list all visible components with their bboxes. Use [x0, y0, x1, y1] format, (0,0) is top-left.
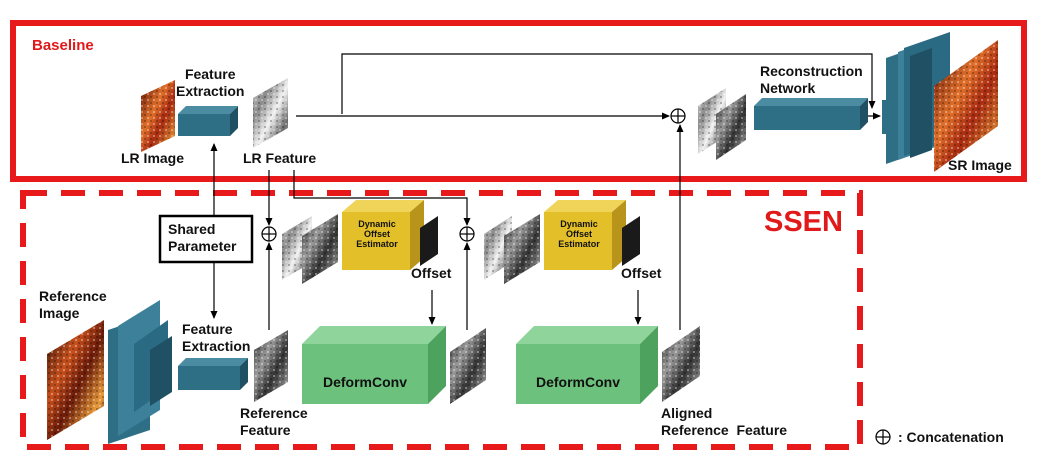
baseline-frame [10, 20, 1027, 182]
reconstruction-network-block [754, 98, 868, 130]
sr-image-label: SR Image [948, 157, 1012, 173]
dynamic-offset-estimator-2 [544, 200, 640, 270]
concat-symbol-1 [261, 226, 277, 242]
baseline-section-title: Baseline [32, 37, 94, 54]
arrow-lrfeature-to-concat2 [293, 170, 471, 226]
ssen-section-title: SSEN [764, 206, 843, 238]
legend-concat-icon [875, 429, 891, 445]
reference-feature-thumbnail [254, 330, 288, 402]
aligned-reference-feature-label: Aligned Reference Feature [661, 405, 788, 438]
dynamic-offset-estimator-1 [342, 200, 438, 270]
lr-image-label: LR Image [121, 150, 185, 166]
dynamic-offset-estimator-1-label: Dynamic Offset Estimator [356, 219, 398, 249]
feature-extraction-top-label: Feature Extraction [176, 66, 245, 99]
deformconv-block-1 [302, 326, 446, 404]
ssen-frame [20, 190, 863, 450]
sr-image-thumbnail [934, 40, 998, 172]
feature-extraction-block-top [178, 106, 238, 136]
concat-features-top [698, 88, 746, 160]
concat-symbol-top [670, 108, 686, 124]
concat-features-1 [282, 214, 338, 284]
legend-concatenation-label: : Concatenation [898, 429, 1004, 445]
deformed-feature-1 [450, 328, 486, 404]
dynamic-offset-estimator-2-label: Dynamic Offset Estimator [558, 219, 600, 249]
offset-1-label: Offset [411, 265, 452, 281]
reference-feature-label: Reference Feature [240, 405, 308, 438]
arrow-skip-to-sr [341, 53, 876, 114]
offset-2-label: Offset [621, 265, 662, 281]
lr-feature-label: LR Feature [243, 150, 317, 166]
feature-extraction-bottom-label: Feature Extraction [182, 321, 251, 354]
lr-feature-thumbnail [253, 78, 288, 148]
reference-image-thumbnail [47, 320, 104, 440]
sr-network-stack [882, 32, 950, 164]
concat-symbol-2 [459, 226, 475, 242]
reference-network-stack [108, 300, 172, 444]
shared-parameter-label: Shared Parameter [168, 221, 237, 254]
deformconv-block-2 [516, 326, 658, 404]
deformconv-1-label: DeformConv [322, 374, 407, 390]
lr-image-thumbnail [141, 80, 175, 152]
aligned-reference-feature-thumbnail [662, 326, 700, 402]
feature-extraction-block-bottom [178, 358, 248, 390]
reference-image-label: Reference Image [39, 288, 107, 321]
shared-parameter-box [158, 214, 254, 264]
reconstruction-network-label: Reconstruction Network [760, 63, 863, 96]
deformconv-2-label: DeformConv [535, 374, 620, 390]
concat-features-2 [484, 214, 540, 284]
